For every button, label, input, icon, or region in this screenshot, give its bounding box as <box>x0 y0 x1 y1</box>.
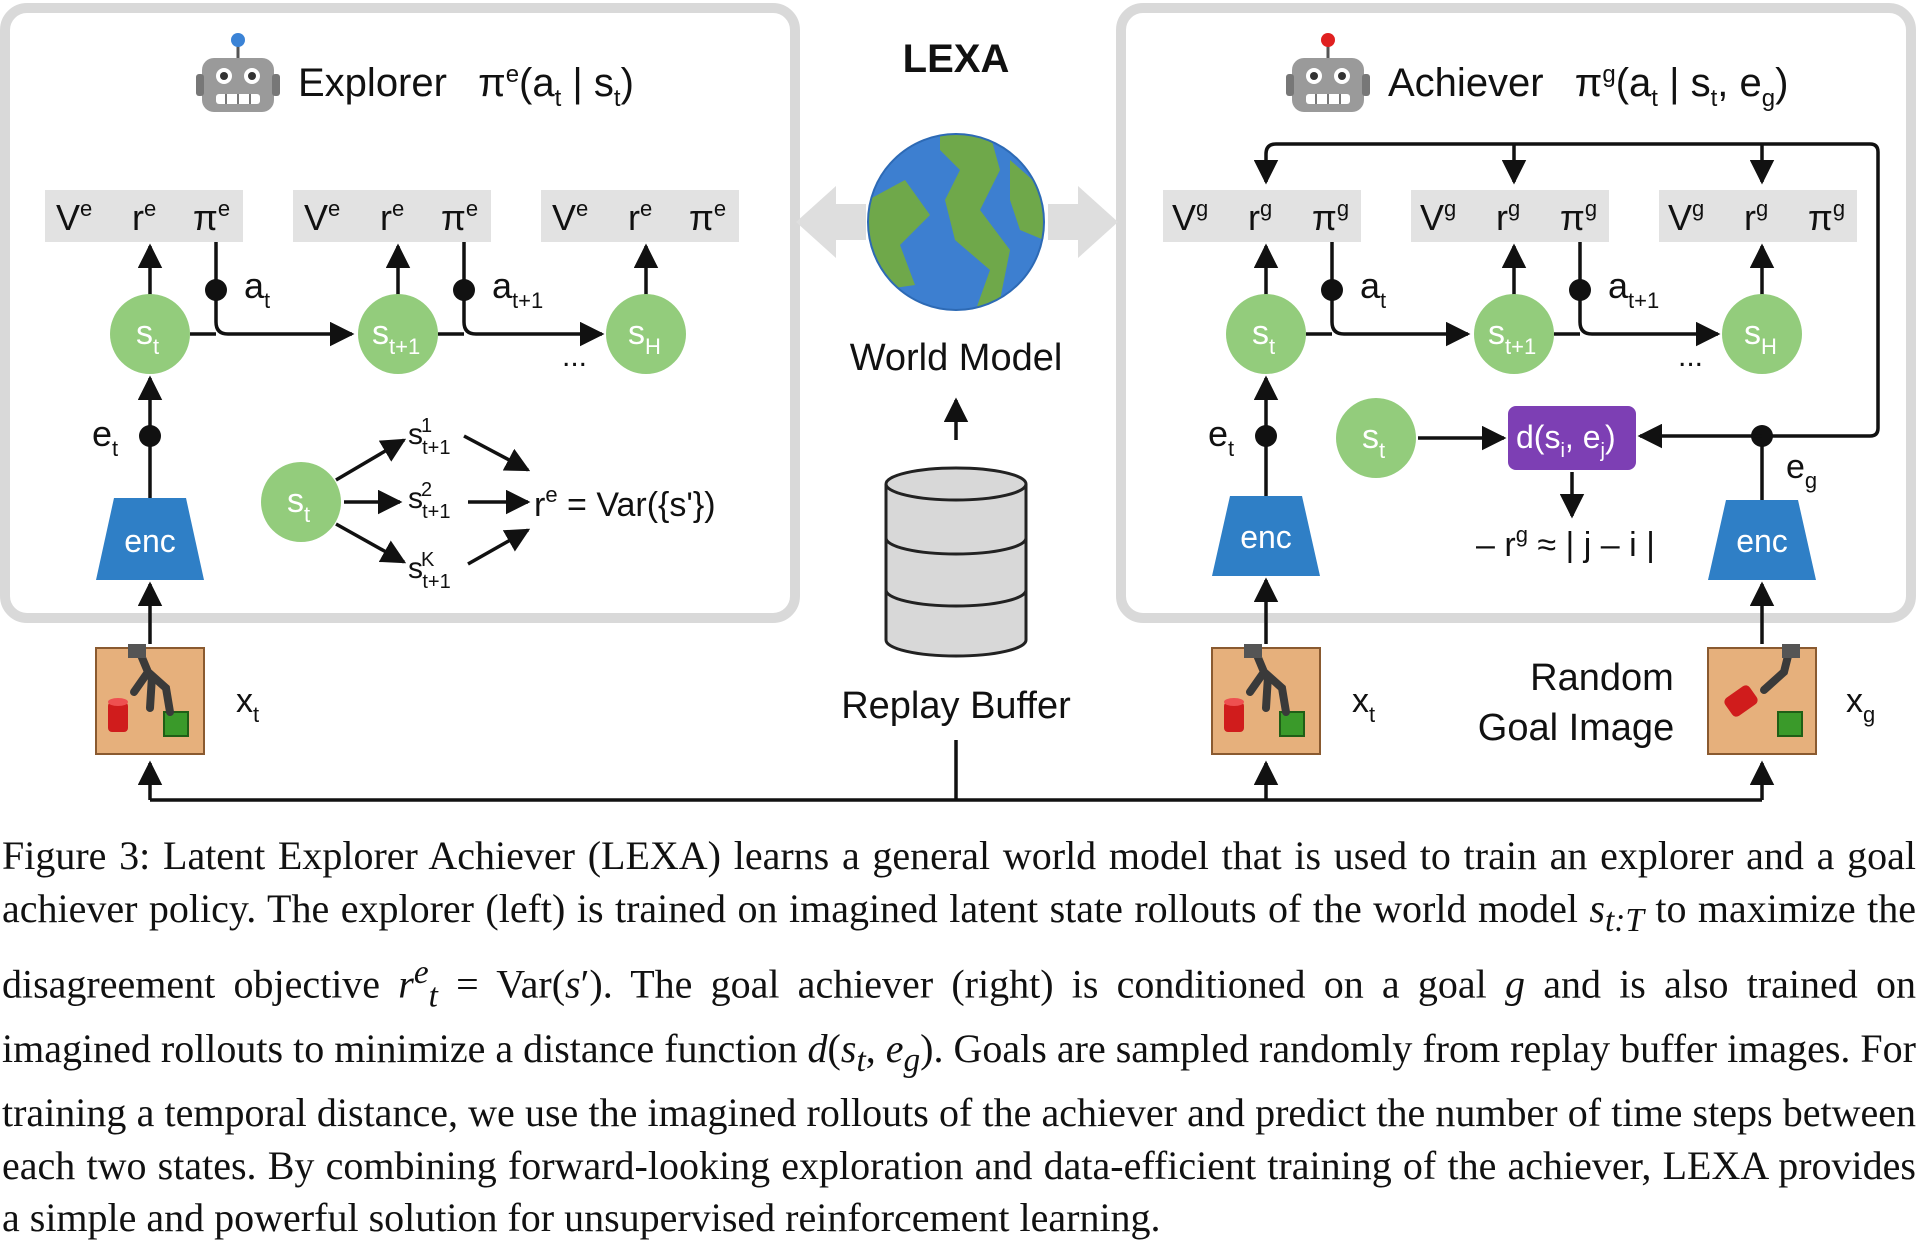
svg-text:Vg: Vg <box>1420 196 1456 238</box>
svg-text:sH: sH <box>1744 314 1777 359</box>
svg-text:rg: rg <box>1744 196 1768 238</box>
svg-text:st+1: st+1 <box>372 314 420 359</box>
svg-text:πg: πg <box>1312 196 1349 238</box>
figure-caption: Figure 3: Latent Explorer Achiever (LEXA… <box>2 833 1917 1241</box>
explorer-action-label: at <box>244 265 270 313</box>
ensemble-arrow <box>335 522 407 564</box>
ensemble-arrow <box>335 438 407 482</box>
svg-text:re: re <box>380 196 404 238</box>
achiever-state-node: sH <box>1722 294 1802 374</box>
explorer-state-node: sH <box>606 294 686 374</box>
achiever-action-path <box>1330 242 1471 347</box>
svg-text:πe: πe <box>193 196 230 238</box>
goal-encoder: enc <box>1708 500 1816 580</box>
ensemble-to-reward-arrow <box>463 434 531 472</box>
disagreement-source-node: st <box>261 462 341 542</box>
achiever-head-box: Vg rg πg <box>1659 190 1857 242</box>
explorer-action-label: at+1 <box>492 265 543 313</box>
achiever-action-label: at <box>1360 265 1386 313</box>
explorer-observation-image <box>95 644 205 755</box>
svg-text:d(si, ej): d(si, ej) <box>1516 419 1616 462</box>
svg-text:enc: enc <box>1240 519 1292 555</box>
robot-achiever-icon <box>1286 33 1370 112</box>
svg-text:πe: πe <box>689 196 726 238</box>
explorer-head-box: Ve re πe <box>45 190 243 242</box>
temporal-distance-reward: – rg ≈ | j – i | <box>1476 522 1655 564</box>
svg-text:Ve: Ve <box>56 196 92 238</box>
achiever-title: Achiever πg(at | st, eg) <box>1388 61 1788 112</box>
explorer-action-dot <box>453 279 475 301</box>
svg-text:πe: πe <box>441 196 478 238</box>
distance-function-box: d(si, ej) <box>1508 406 1636 470</box>
achiever-head-box: Vg rg πg <box>1411 190 1609 242</box>
svg-text:st: st <box>136 314 159 359</box>
explorer-embed-dot <box>139 425 161 447</box>
explorer-embed-label: et <box>92 413 118 461</box>
explorer-title: Explorer πe(at | st) <box>298 61 634 112</box>
svg-text:st+1: st+1 <box>1488 314 1536 359</box>
svg-text:rg: rg <box>1248 196 1272 238</box>
goal-observation-label: xg <box>1846 682 1875 727</box>
achiever-state-node: st <box>1226 294 1306 374</box>
world-model-right-arrow <box>1048 186 1118 258</box>
explorer-head-box: Ve re πe <box>293 190 491 242</box>
achiever-action-dot <box>1321 279 1343 301</box>
diagram-title: LEXA <box>903 37 1010 81</box>
svg-text:Ve: Ve <box>304 196 340 238</box>
svg-text:st: st <box>1362 418 1385 463</box>
world-model-left-arrow <box>796 186 866 258</box>
lexa-diagram: LEXA World Model Replay Buffer <box>0 3 1916 802</box>
svg-text:Vg: Vg <box>1172 196 1208 238</box>
svg-text:st: st <box>1252 314 1275 359</box>
achiever-embed-dot <box>1255 425 1277 447</box>
achiever-embed-label: et <box>1208 413 1234 461</box>
goal-image-label: Random <box>1530 657 1674 699</box>
goal-embed-label: eg <box>1786 448 1817 493</box>
explorer-observation-label: xt <box>236 682 259 727</box>
ensemble-to-reward-arrow <box>467 528 531 566</box>
achiever-state-node: st+1 <box>1474 294 1554 374</box>
svg-text:Vg: Vg <box>1668 196 1704 238</box>
goal-image-label: Goal Image <box>1478 707 1674 749</box>
achiever-head-box: Vg rg πg <box>1163 190 1361 242</box>
svg-text:re: re <box>628 196 652 238</box>
svg-text:enc: enc <box>1736 523 1788 559</box>
database-icon <box>884 466 1028 658</box>
achiever-observation-label: xt <box>1352 682 1375 727</box>
explorer-action-path <box>214 242 355 347</box>
disagreement-reward: re = Var({s'}) <box>534 482 716 524</box>
svg-text:πg: πg <box>1808 196 1845 238</box>
explorer-state-node: st+1 <box>358 294 438 374</box>
goal-loop-path <box>1253 142 1880 438</box>
svg-text:enc: enc <box>124 523 176 559</box>
achiever-action-dot <box>1569 279 1591 301</box>
achiever-ellipsis: ... <box>1678 340 1703 373</box>
explorer-state-node: st <box>110 294 190 374</box>
svg-text:re: re <box>132 196 156 238</box>
achiever-encoder: enc <box>1212 496 1320 576</box>
explorer-encoder: enc <box>96 498 204 580</box>
achiever-action-path <box>1578 242 1721 347</box>
svg-text:Ve: Ve <box>552 196 588 238</box>
distance-state-node: st <box>1336 398 1416 478</box>
svg-text:rg: rg <box>1496 196 1520 238</box>
svg-text:πg: πg <box>1560 196 1597 238</box>
achiever-action-label: at+1 <box>1608 265 1659 313</box>
achiever-observation-image <box>1211 644 1321 755</box>
robot-explorer-icon <box>196 33 280 112</box>
globe-icon <box>867 133 1045 311</box>
explorer-action-path <box>462 242 605 347</box>
goal-observation-image <box>1707 644 1817 755</box>
explorer-action-dot <box>205 279 227 301</box>
world-model-label: World Model <box>850 337 1063 379</box>
svg-text:st: st <box>287 482 310 527</box>
explorer-head-box: Ve re πe <box>541 190 739 242</box>
explorer-ellipsis: ... <box>562 340 587 373</box>
svg-text:sH: sH <box>628 314 661 359</box>
replay-buffer-label: Replay Buffer <box>841 685 1071 727</box>
